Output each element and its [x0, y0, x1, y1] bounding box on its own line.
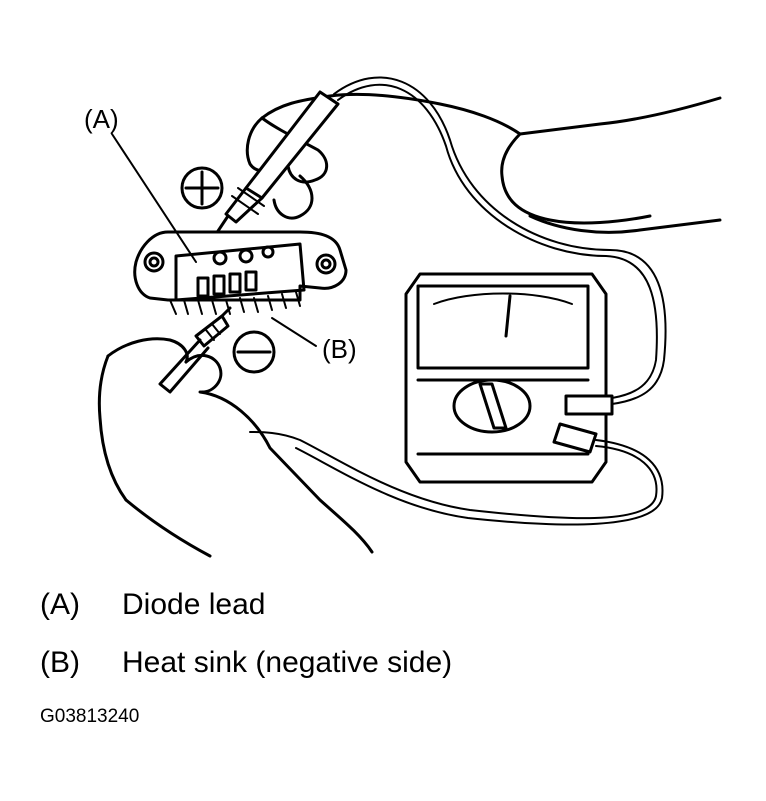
legend-code-b: (B)	[40, 646, 80, 679]
positive-symbol-icon	[180, 166, 224, 210]
test-lead-wires	[249, 76, 667, 526]
legend-item-b: (B) Heat sink (negative side)	[40, 646, 452, 680]
callout-a-leader	[111, 133, 197, 263]
diode-test-illustration: (A) (B)	[84, 76, 722, 558]
negative-symbol-icon	[232, 330, 276, 374]
negative-probe-icon	[158, 306, 232, 394]
figure-id: G03813240	[40, 706, 140, 727]
rectifier-icon	[133, 230, 348, 315]
legend-item-a: (A) Diode lead	[40, 588, 265, 622]
callout-b-leader	[271, 317, 317, 347]
lower-hand-icon	[97, 337, 374, 558]
callout-a-label: (A)	[84, 104, 119, 134]
ohmmeter-icon	[404, 272, 614, 484]
legend-text-b: Heat sink (negative side)	[122, 646, 453, 679]
legend-text-a: Diode lead	[122, 588, 266, 621]
callout-b-label: (B)	[322, 334, 357, 364]
legend-code-a: (A)	[40, 588, 80, 621]
